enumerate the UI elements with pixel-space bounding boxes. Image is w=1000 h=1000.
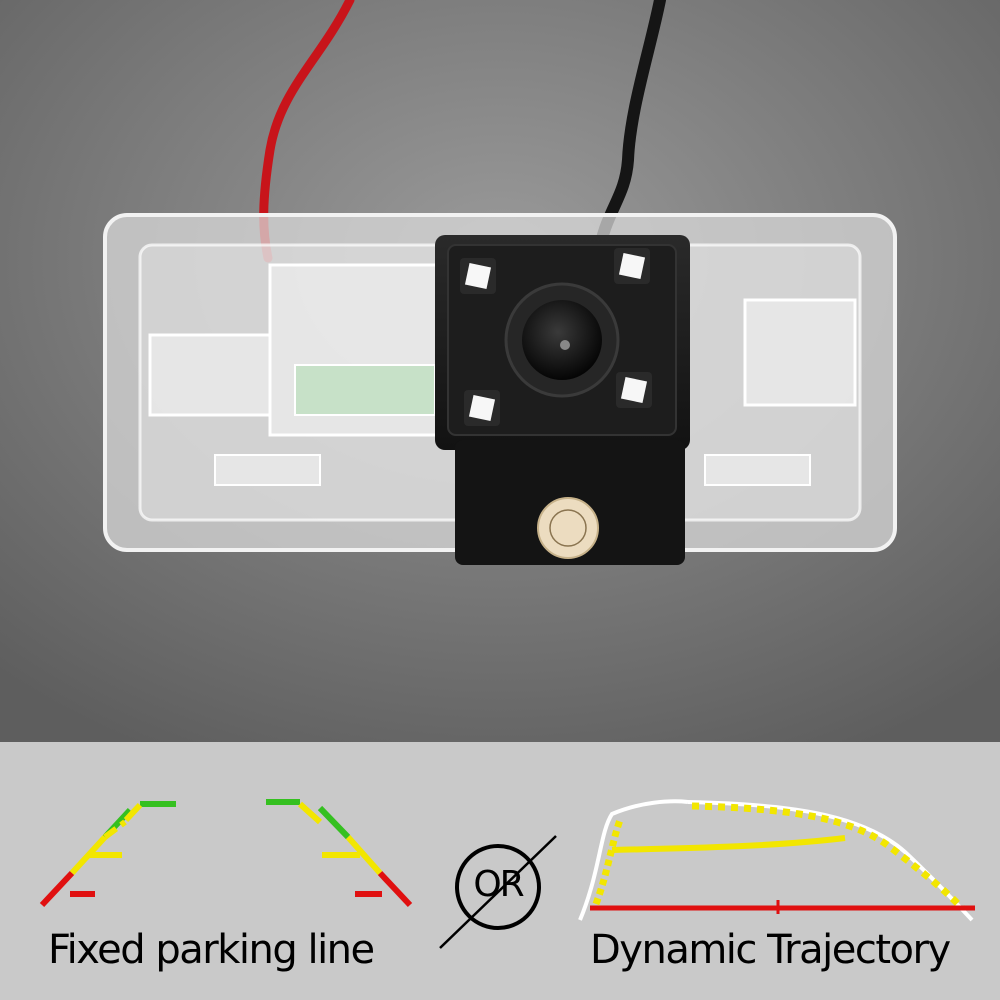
bottom-tab-right (704, 454, 811, 486)
led-strip (294, 364, 436, 416)
trajectory-left-white (578, 799, 689, 921)
fixed-line-right-green (317, 805, 351, 840)
caption-dynamic-trajectory: Dynamic Trajectory (590, 927, 951, 973)
right-clip (743, 298, 857, 407)
camera-product-photo (0, 0, 1000, 742)
trajectory-mid-yellow (611, 835, 846, 853)
bottom-tab-left (214, 454, 321, 486)
led-bottom-right-chip (620, 376, 648, 404)
dynamic-trajectory-lines (578, 799, 975, 922)
led-top-right-chip (618, 252, 646, 280)
or-label: OR (473, 864, 524, 905)
led-top-left-chip (464, 262, 492, 290)
fixed-line-left-red (39, 870, 75, 908)
caption-fixed-parking-line: Fixed parking line (48, 927, 375, 973)
fixed-line-right-red (377, 870, 413, 908)
guideline-comparison-panel: Fixed parking line OR Dynamic Trajectory (0, 742, 1000, 1000)
lens (522, 300, 602, 380)
or-circle (455, 844, 541, 930)
trajectory-right-yellow (691, 802, 965, 911)
left-clip (148, 333, 272, 417)
fixed-dash-right-1 (297, 801, 323, 825)
or-divider (439, 835, 557, 949)
fixed-dash-left-1 (103, 819, 127, 840)
qc-sticker (537, 497, 599, 559)
guideline-graphics (39, 799, 975, 949)
fixed-dash-left-2 (123, 802, 143, 823)
lens-glint (560, 340, 570, 350)
or-slash (439, 835, 557, 949)
fixed-line-right-yellow (345, 835, 383, 875)
trajectory-right-white (687, 800, 974, 922)
qc-sticker-inner (549, 509, 587, 547)
led-bottom-left-chip (468, 394, 496, 422)
fixed-parking-lines (39, 799, 413, 908)
